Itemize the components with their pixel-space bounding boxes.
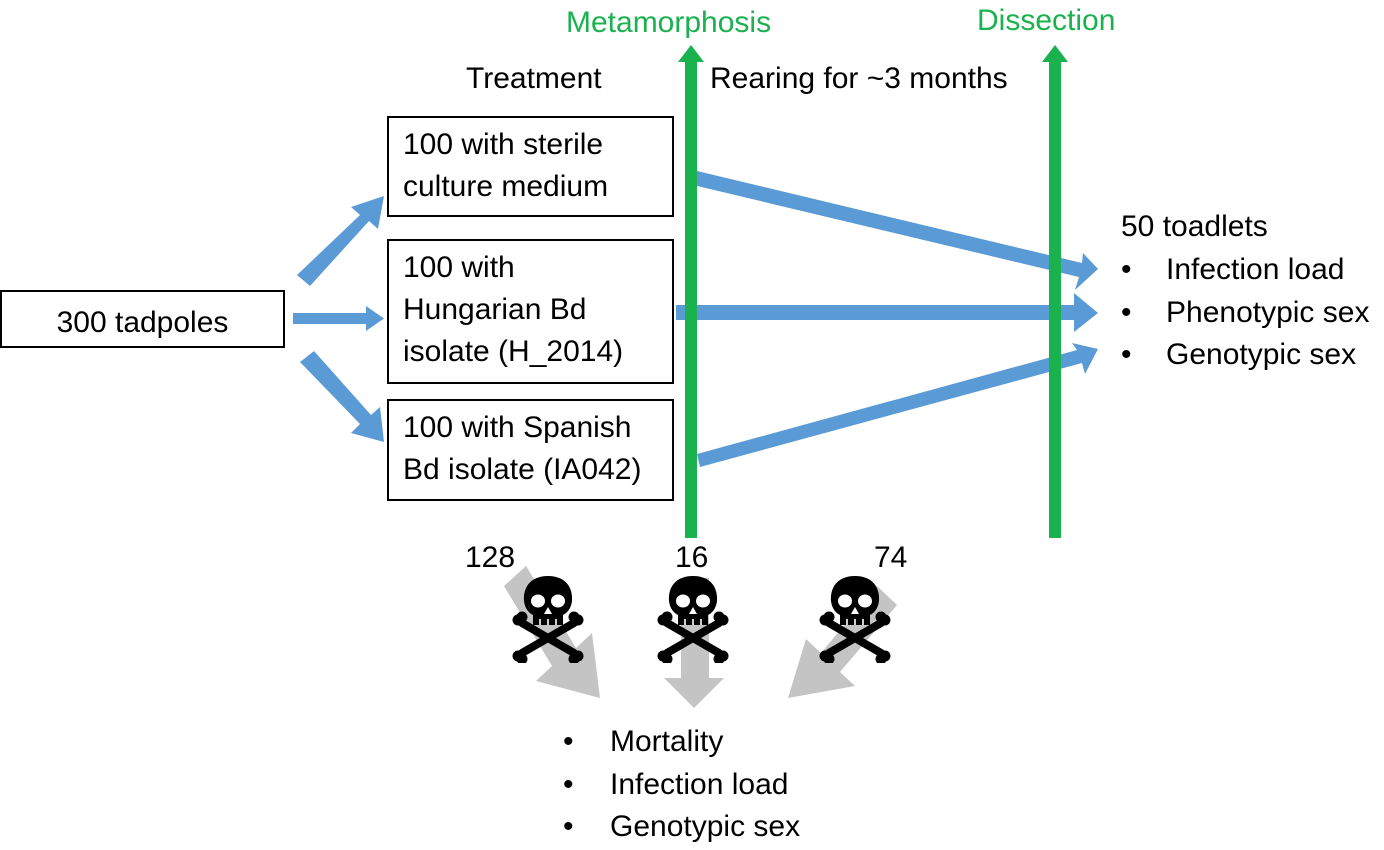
rearing-label: Rearing for ~3 months [710, 62, 1008, 95]
list-item: • Phenotypic sex [1121, 292, 1383, 335]
skull-crossbones-icon [653, 573, 733, 665]
treatment-box-line: 100 with [403, 251, 515, 284]
bullet-icon: • [1121, 253, 1132, 286]
list-item: • Genotypic sex [563, 806, 823, 849]
arrow-spanish-to-toadlets [697, 343, 1098, 467]
arrow-start-to-hungarian [293, 306, 384, 331]
treatment-box-line: Hungarian Bd [403, 293, 587, 326]
treatment-box-spanish: 100 with Spanish Bd isolate (IA042) [387, 399, 674, 501]
dissection-arrowhead [1042, 45, 1068, 62]
death-count-3: 74 [874, 541, 908, 574]
flow-arrows [293, 171, 1098, 467]
bullet-icon: • [563, 725, 574, 758]
arrow-hungarian-to-toadlets [676, 293, 1098, 332]
skull-crossbones-icon [508, 573, 588, 665]
list-item: • Infection load [563, 764, 823, 807]
treatment-label: Treatment [466, 62, 602, 95]
dissection-line [1049, 60, 1061, 538]
toadlets-outcome-list: • Infection load • Phenotypic sex • Geno… [1121, 249, 1383, 377]
tadpoles-box-label: 300 tadpoles [56, 306, 229, 339]
tadpoles-box: 300 tadpoles [0, 290, 285, 348]
metamorphosis-label: Metamorphosis [566, 6, 772, 39]
bullet-icon: • [1121, 295, 1132, 329]
treatment-box-line: isolate (H_2014) [403, 335, 624, 368]
treatment-box-hungarian: 100 with Hungarian Bd isolate (H_2014) [387, 239, 674, 384]
toadlets-title: 50 toadlets [1121, 210, 1268, 243]
bullet-icon: • [1121, 338, 1132, 371]
death-count-1: 128 [465, 541, 516, 574]
treatment-box-line: culture medium [403, 170, 609, 203]
list-item: • Genotypic sex [1121, 334, 1383, 377]
arrow-sterile-to-toadlets [693, 171, 1098, 290]
list-item: • Infection load [1121, 249, 1383, 292]
dissection-label: Dissection [977, 4, 1116, 37]
arrow-start-to-sterile [297, 196, 384, 286]
arrow-start-to-spanish [300, 351, 384, 442]
skull-crossbones-icon [815, 573, 895, 665]
mortality-outcome-list: • Mortality • Infection load • Genotypic… [563, 721, 823, 849]
treatment-box-line: 100 with sterile [403, 128, 604, 161]
treatment-box-line: Bd isolate (IA042) [403, 453, 642, 486]
death-count-2: 16 [675, 541, 709, 574]
metamorphosis-arrowhead [678, 45, 704, 62]
treatment-box-line: 100 with Spanish [403, 411, 632, 444]
list-item: • Mortality [563, 721, 823, 764]
metamorphosis-line [685, 60, 697, 538]
timeline-arrows [678, 45, 1068, 538]
treatment-box-sterile: 100 with sterile culture medium [387, 116, 674, 217]
bullet-icon: • [563, 767, 574, 801]
bullet-icon: • [563, 810, 574, 843]
